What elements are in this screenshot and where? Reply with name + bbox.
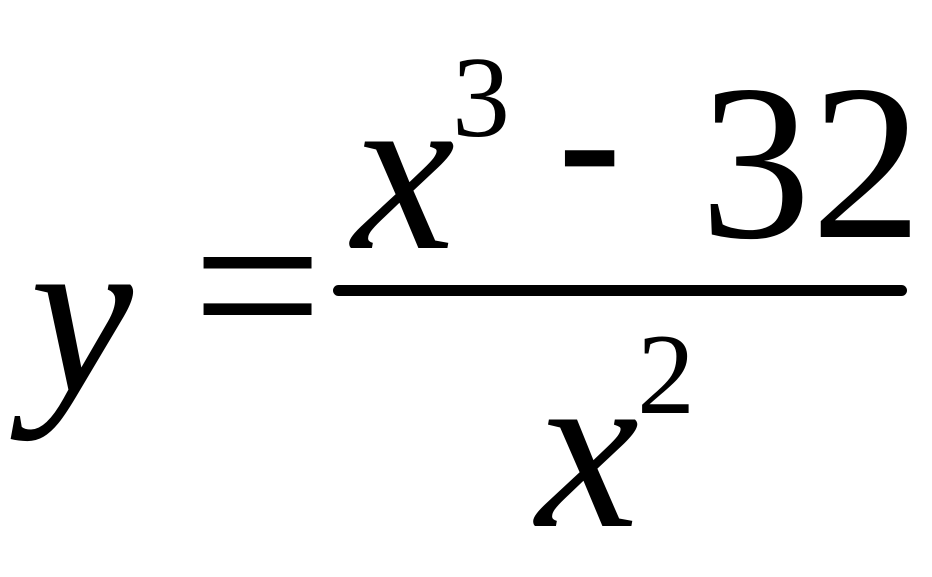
formula: y = x 3 - 32 x 2 (30, 34, 922, 565)
denominator-exponent: 2 (637, 311, 695, 439)
fraction-bar (333, 285, 907, 296)
minus-operator: - (558, 35, 622, 245)
equals-sign: = (192, 157, 323, 414)
numerator-constant: 32 (700, 40, 922, 286)
numerator-exponent: 3 (452, 34, 510, 162)
denominator-base-x: x (536, 320, 639, 577)
variable-y: y (30, 185, 133, 442)
numerator-base-x: x (352, 42, 455, 299)
